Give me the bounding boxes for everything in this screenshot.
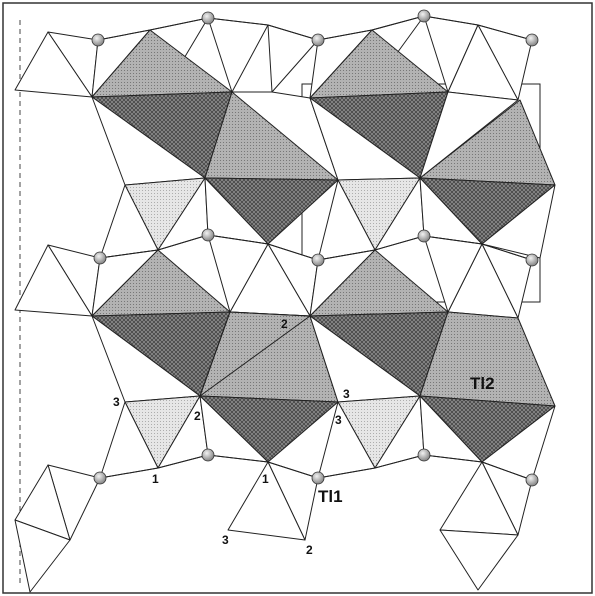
- atom: [202, 12, 214, 24]
- atom: [94, 472, 106, 484]
- vertex-label: 3: [343, 387, 350, 401]
- vertex-label: 1: [152, 472, 159, 486]
- atom: [418, 449, 430, 461]
- atom: [312, 472, 324, 484]
- vertex-label: 2: [194, 409, 201, 423]
- vertex-label: 3: [222, 533, 229, 547]
- atom: [526, 34, 538, 46]
- atom: [418, 230, 430, 242]
- vertex-label: 2: [281, 317, 288, 331]
- atom: [202, 229, 214, 241]
- vertex-label: 2: [306, 543, 313, 557]
- atom: [526, 474, 538, 486]
- atom: [94, 252, 106, 264]
- atom: [312, 254, 324, 266]
- vertex-label: 3: [113, 395, 120, 409]
- atom: [202, 449, 214, 461]
- vertex-label: 3: [335, 413, 342, 427]
- atom: [92, 34, 104, 46]
- atom: [418, 10, 430, 22]
- vertex-label: 1: [262, 472, 269, 486]
- site-label-tl1: Tl1: [318, 487, 343, 506]
- atom: [526, 254, 538, 266]
- site-label-tl2: Tl2: [470, 374, 495, 393]
- atom: [312, 34, 324, 46]
